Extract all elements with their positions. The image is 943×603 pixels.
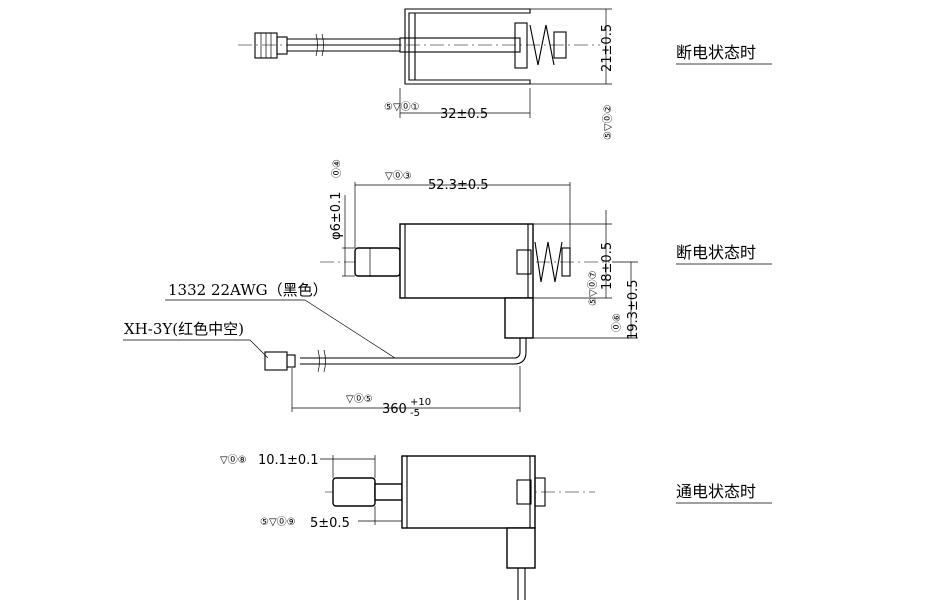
dim-diameter-text: φ6±0.1 <box>329 192 344 240</box>
mark-lead: ▽⓪⑤ <box>346 393 373 405</box>
dim-18-text: 18±0.5 <box>600 242 615 290</box>
mark-height: ⑤▽⓪② <box>602 104 614 140</box>
connector-housing <box>286 354 296 368</box>
dim-lead-tol-upper: +10 <box>410 397 431 408</box>
inner-plunger <box>516 249 532 275</box>
break-mark <box>317 349 326 373</box>
view-side-on: ▽⓪⑧ 10.1±0.1 ⑤▽⓪⑨ 5±0.5 通电状态时 <box>220 453 772 600</box>
connector-label: XH-3Y(红色中空) <box>124 320 244 338</box>
end-cap-on <box>534 477 546 507</box>
dim-lead-text: 360 <box>382 402 407 417</box>
mark-body: ▽⓪③ <box>385 170 412 182</box>
wire-leader <box>304 299 396 359</box>
connector-side <box>264 351 288 371</box>
mark-18: ⑤▽⓪⑦ <box>587 270 599 306</box>
plunger-rod-on <box>374 483 403 501</box>
plunger-top <box>399 37 521 53</box>
dim-body-text: 52.3±0.5 <box>428 178 489 193</box>
dim-lead-tol-lower: -5 <box>410 408 420 419</box>
dim-length-text: 32±0.5 <box>440 107 488 122</box>
terminal-block <box>504 297 534 339</box>
dim-5-text: 5±0.5 <box>310 516 350 531</box>
spring-side <box>534 241 563 283</box>
dim-height-text: 21±0.5 <box>600 24 615 72</box>
break-mark <box>315 33 324 57</box>
dim-19-text: 19.3±0.5 <box>626 279 641 340</box>
lead-wire <box>300 338 527 365</box>
lead-wire <box>300 338 521 359</box>
view-side-off: 1332 22AWG（黑色） XH-3Y(红色中空) ▽⓪③ 52.3±0.5 … <box>123 159 772 419</box>
solenoid-body <box>399 223 534 299</box>
mark-length: ⑤▽⓪① <box>384 101 420 113</box>
terminal-block-on <box>506 527 536 569</box>
dim-101-text: 10.1±0.1 <box>258 453 319 468</box>
view-top: 21±0.5 ⑤▽⓪② ⑤▽⓪① 32±0.5 断电状态时 <box>238 8 772 140</box>
end-cap-side <box>561 247 571 277</box>
state-label-1: 断电状态时 <box>676 43 756 62</box>
wire-label: 1332 22AWG（黑色） <box>168 281 328 299</box>
state-label-3: 通电状态时 <box>676 482 756 501</box>
flange-top <box>514 22 528 69</box>
mark-5: ⑤▽⓪⑨ <box>260 516 296 528</box>
mark-101: ▽⓪⑧ <box>220 454 247 466</box>
inner-plunger-on <box>516 479 532 505</box>
connector-housing <box>276 36 288 55</box>
mark-diameter: ⓪④ <box>331 159 343 178</box>
spring-top <box>529 24 555 66</box>
state-label-2: 断电状态时 <box>676 243 756 262</box>
plunger-on <box>332 477 376 507</box>
connector-leader <box>249 339 269 359</box>
frame-top <box>404 8 531 85</box>
mark-19: ⓪⑥ <box>611 313 623 332</box>
end-cap-top <box>553 31 567 59</box>
plunger-left <box>354 247 401 277</box>
solenoid-body-on <box>401 455 536 529</box>
